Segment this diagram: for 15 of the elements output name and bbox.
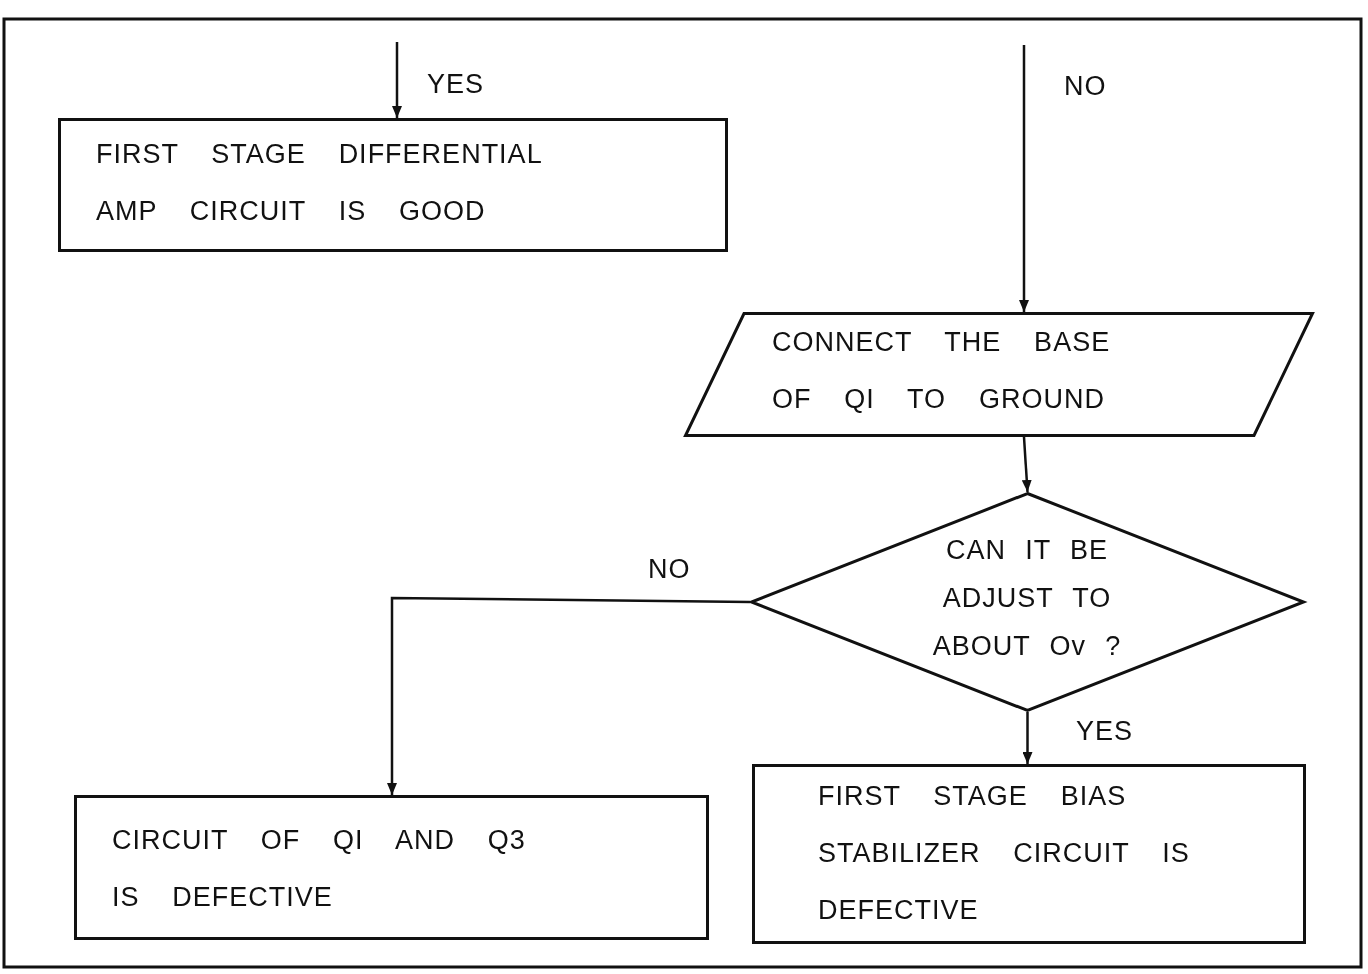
node-text: CAN IT BE ADJUST TO ABOUT Ov ? [931,534,1123,663]
process-box [752,764,1306,944]
node-text: FIRST STAGE DIFFERENTIAL AMP CIRCUIT IS GOOD [96,138,543,228]
arrow [1021,436,1032,493]
process-box [58,118,728,252]
arrow [392,42,402,118]
arrow [387,596,750,795]
node-text: FIRST STAGE BIAS STABILIZER CIRCUIT IS DEFECTIVE [818,780,1191,927]
arrow [1022,712,1033,764]
decision-diamond [750,492,1305,712]
process-box [74,795,709,940]
node-text: CONNECT THE BASE OF QI TO GROUND [772,326,1112,416]
node-text: CIRCUIT OF QI AND Q3 IS DEFECTIVE [112,824,527,914]
input-parallelogram [684,312,1314,437]
arrow [1019,45,1029,312]
